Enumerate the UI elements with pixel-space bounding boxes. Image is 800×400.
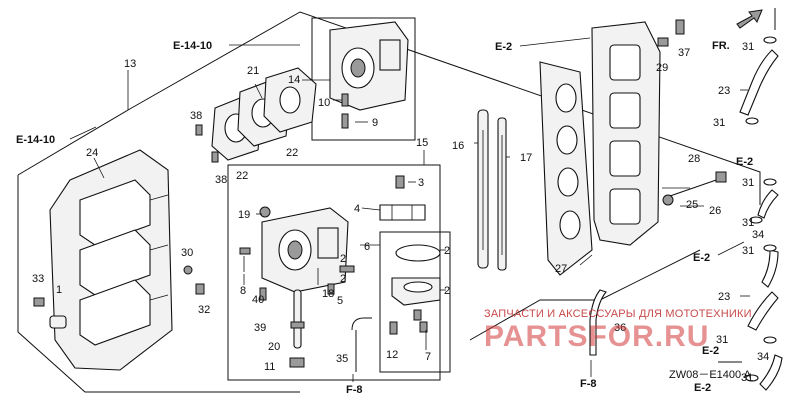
- callout-31-g: 31: [741, 372, 753, 384]
- callout-30: 30: [181, 247, 193, 259]
- callout-34-bottom: 34: [757, 351, 769, 363]
- right-lower-outline: [469, 249, 701, 341]
- manifold-gasket: [539, 61, 593, 276]
- gasket-set: [391, 244, 441, 333]
- callout-31-b: 31: [713, 117, 725, 129]
- callout-33: 33: [32, 273, 44, 285]
- watermark: ЗАПЧАСТИ И АКСЕССУАРЫ ДЛЯ МОТОТЕХНИКИ PA…: [484, 308, 752, 353]
- intake-plate: [591, 19, 685, 246]
- callout-2-c: 2: [340, 253, 346, 265]
- callout-29: 29: [656, 62, 668, 74]
- outer-box-outline: [17, 11, 761, 205]
- ref-f8-mid: F-8: [580, 378, 597, 390]
- callout-12: 12: [386, 349, 398, 361]
- callout-38-top: 38: [190, 110, 202, 122]
- ref-e2-top: E-2: [495, 41, 512, 53]
- callout-31-d: 31: [742, 217, 754, 229]
- insulators: [211, 67, 317, 161]
- callout-27: 27: [555, 263, 567, 275]
- callout-31-c: 31: [742, 177, 754, 189]
- callout-1: 1: [56, 284, 62, 296]
- callout-40: 40: [252, 294, 264, 306]
- ref-e2-right-1: E-2: [736, 156, 753, 168]
- callout-31-f: 31: [716, 334, 728, 346]
- ref-f8-left: F-8: [346, 384, 363, 396]
- callout-31-a: 31: [742, 41, 754, 53]
- callout-22-right: 22: [286, 147, 298, 159]
- reference-arrows: [69, 37, 745, 382]
- callout-19: 19: [238, 209, 250, 221]
- callout-5: 5: [337, 295, 343, 307]
- carb-small-parts: [239, 247, 398, 368]
- callout-28: 28: [688, 153, 700, 165]
- watermark-caption: ЗАПЧАСТИ И АКСЕССУАРЫ ДЛЯ МОТОТЕХНИКИ: [484, 308, 752, 320]
- callout-36: 36: [614, 322, 626, 334]
- callout-15: 15: [416, 137, 428, 149]
- callout-35: 35: [336, 353, 348, 365]
- arrow-forward-icon: [736, 9, 763, 29]
- callout-31-e: 31: [742, 245, 754, 257]
- intake-manifold: [49, 149, 173, 371]
- diagram-code: ZW08－E1400 A: [669, 369, 752, 381]
- callout-39: 39: [254, 322, 266, 334]
- manifold-fasteners: [33, 124, 219, 329]
- ref-e2-right-3: E-2: [702, 345, 719, 357]
- link-rod: [351, 317, 372, 372]
- callout-24: 24: [86, 147, 98, 159]
- callout-3: 3: [418, 177, 424, 189]
- callout-10: 10: [318, 97, 330, 109]
- callout-21: 21: [247, 65, 259, 77]
- callout-2-d: 2: [340, 273, 346, 285]
- leader-lines: [93, 70, 750, 350]
- callout-9: 9: [372, 117, 378, 129]
- outer-box-left-edge: [17, 175, 300, 393]
- callout-13: 13: [124, 58, 136, 70]
- reference-labels: E-14-10 E-14-10 E-2 E-2 E-2 E-2 E-2 F-8 …: [16, 40, 753, 396]
- callout-11: 11: [264, 361, 275, 373]
- group-outlines: [17, 11, 761, 393]
- callout-2-a: 2: [444, 245, 450, 257]
- callout-14: 14: [288, 74, 300, 86]
- callout-26: 26: [709, 205, 721, 217]
- callout-20: 20: [268, 341, 280, 353]
- callout-8: 8: [240, 285, 246, 297]
- callout-23-bottom: 23: [718, 291, 730, 303]
- callout-38-bottom: 38: [215, 174, 227, 186]
- callout-labels: 13 24 33 1 30 32 38 38 21 22 22 14 10 9 …: [32, 41, 769, 384]
- lower-carb-box: [227, 164, 441, 381]
- callout-16: 16: [452, 140, 464, 152]
- callout-37: 37: [678, 47, 690, 59]
- watermark-brand: PARTSFOR.RU: [484, 320, 709, 353]
- ref-e14-left: E-14-10: [16, 134, 55, 146]
- ref-e2-right-2: E-2: [693, 252, 710, 264]
- fuel-tube: [589, 289, 607, 356]
- callout-34-top: 34: [752, 229, 764, 241]
- callout-17: 17: [520, 152, 532, 164]
- callout-32: 32: [198, 304, 210, 316]
- clip-parts: [379, 175, 426, 221]
- gasket-sub-box: [379, 231, 451, 373]
- callout-23-top: 23: [718, 85, 730, 97]
- direction-label: FR.: [712, 40, 730, 52]
- callout-6: 6: [364, 241, 370, 253]
- ref-e14-top: E-14-10: [173, 40, 212, 52]
- callout-2-b: 2: [444, 285, 450, 297]
- callout-7: 7: [425, 351, 431, 363]
- reed-plates: [477, 109, 507, 271]
- ref-e2-right-4: E-2: [694, 382, 711, 394]
- callout-18: 18: [322, 288, 334, 300]
- callout-22-left: 22: [236, 170, 248, 182]
- long-bolt: [662, 171, 727, 206]
- lower-carburetor: [259, 206, 349, 293]
- hoses: [718, 8, 783, 391]
- callout-25: 25: [686, 199, 698, 211]
- callout-4: 4: [354, 203, 360, 215]
- upper-carburetor: [329, 21, 409, 129]
